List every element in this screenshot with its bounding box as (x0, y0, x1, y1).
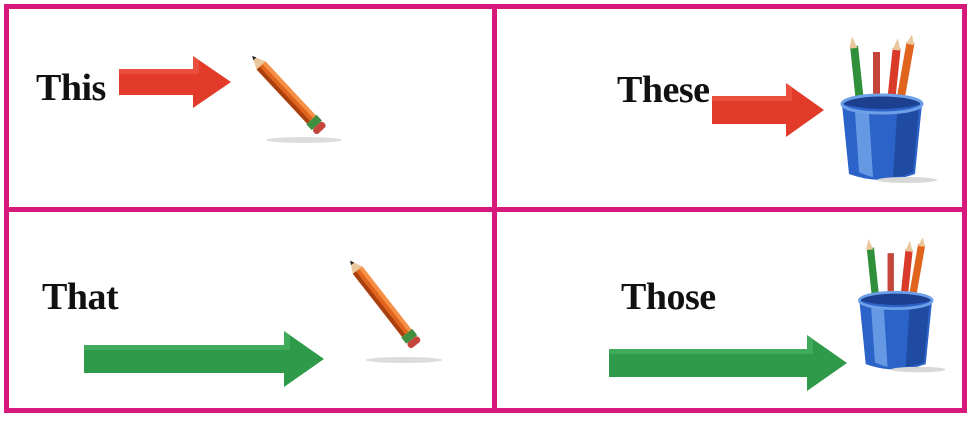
cell-that: That (9, 212, 492, 408)
word-those: Those (621, 276, 716, 318)
word-that: That (42, 276, 119, 318)
long-green-arrow (609, 335, 847, 391)
cell-this: This (9, 9, 492, 207)
grid-border-bottom (4, 408, 967, 413)
pencil-cup-icon (858, 237, 946, 373)
short-red-arrow (712, 83, 824, 137)
cell-these: These (497, 9, 962, 207)
pencil-icon (252, 55, 342, 143)
pencil-cup-icon (840, 34, 937, 183)
grid-border-top (4, 4, 967, 9)
word-these: These (617, 69, 710, 111)
word-this: This (36, 67, 106, 109)
grid-divider-horizontal (4, 207, 967, 212)
demonstratives-grid: This These (4, 4, 967, 413)
pencil-icon (350, 260, 442, 363)
short-red-arrow (119, 56, 231, 108)
cell-those: Those (497, 212, 962, 408)
long-green-arrow (84, 331, 324, 387)
